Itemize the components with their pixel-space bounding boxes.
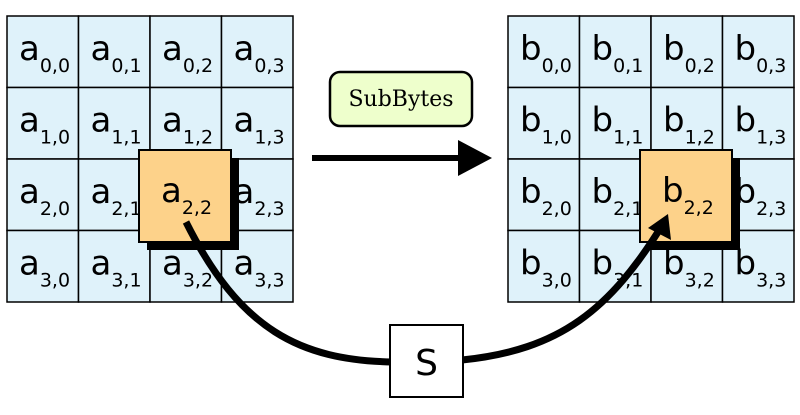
output-cell-label: b0,2 (663, 29, 715, 77)
output-cell-label: b1,1 (592, 101, 644, 149)
subbytes-label-box: SubBytes (328, 70, 474, 128)
output-cell-label: b2,1 (592, 172, 644, 220)
sbox-label: S (415, 343, 438, 384)
input-cell-label: a3,2 (162, 244, 213, 292)
output-cell-1-0: b1,0 (507, 86, 581, 160)
output-cell-1-2: b1,2 (650, 86, 724, 160)
output-cell-3-3: b3,3 (721, 229, 795, 303)
input-cell-0-0: a0,0 (6, 15, 80, 89)
input-state-matrix: a0,0 a0,1 a0,2 a0,3 a1,0 a1,1 a1,2 a1,3 a2,0 a2,1… (6, 15, 294, 303)
output-state-matrix: b0,0 b0,1 b0,2 b0,3 b1,0 b1,1 b1,2 b1,3 b2,0 b2,1… (507, 15, 795, 303)
output-cell-label: b1,0 (520, 101, 572, 149)
output-cell-label: b0,1 (592, 29, 644, 77)
output-cell-label: b0,0 (520, 29, 572, 77)
input-cell-0-1: a0,1 (77, 15, 151, 89)
input-cell-3-0: a3,0 (6, 229, 80, 303)
input-cell-label: a1,1 (91, 101, 142, 149)
input-cell-label: a3,3 (234, 244, 285, 292)
output-cell-1-1: b1,1 (578, 86, 652, 160)
output-cell-label: b1,3 (735, 101, 787, 149)
input-cell-label: a2,1 (91, 172, 142, 220)
input-cell-label: a0,1 (91, 29, 142, 77)
input-cell-label: a1,2 (162, 101, 213, 149)
output-cell-0-1: b0,1 (578, 15, 652, 89)
sbox-transform-curve (182, 220, 666, 366)
output-cell-label: b2,0 (520, 172, 572, 220)
input-cell-label: a0,0 (19, 29, 70, 77)
output-cell-label: b3,2 (663, 244, 715, 292)
subbytes-label: SubBytes (348, 87, 453, 112)
input-cell-label: a2,0 (19, 172, 70, 220)
input-cell-label: a1,3 (234, 101, 285, 149)
subbytes-arrowhead-icon (458, 140, 492, 176)
output-cell-label: b0,3 (735, 29, 787, 77)
sbox: S (389, 324, 464, 398)
input-highlighted-cell: a2,2 (138, 149, 239, 250)
input-cell-1-3: a1,3 (220, 86, 294, 160)
input-cell-2-0: a2,0 (6, 158, 80, 232)
input-cell-0-2: a0,2 (149, 15, 223, 89)
input-cell-label: a1,0 (19, 101, 70, 149)
input-cell-0-3: a0,3 (220, 15, 294, 89)
output-cell-3-0: b3,0 (507, 229, 581, 303)
output-cell-label: b3,0 (520, 244, 572, 292)
input-cell-label: a0,3 (234, 29, 285, 77)
input-cell-label: a3,0 (19, 244, 70, 292)
curve-arrowhead-icon (648, 214, 671, 240)
input-cell-label: a3,1 (91, 244, 142, 292)
input-cell-1-0: a1,0 (6, 86, 80, 160)
input-highlighted-label: a2,2 (161, 171, 212, 219)
output-cell-0-3: b0,3 (721, 15, 795, 89)
output-cell-0-2: b0,2 (650, 15, 724, 89)
output-cell-label: b3,3 (735, 244, 787, 292)
input-cell-1-1: a1,1 (77, 86, 151, 160)
input-cell-1-2: a1,2 (149, 86, 223, 160)
output-highlighted-label: b2,2 (662, 171, 714, 219)
output-cell-1-3: b1,3 (721, 86, 795, 160)
output-cell-0-0: b0,0 (507, 15, 581, 89)
output-cell-label: b1,2 (663, 101, 715, 149)
output-cell-2-0: b2,0 (507, 158, 581, 232)
input-cell-label: a0,2 (162, 29, 213, 77)
